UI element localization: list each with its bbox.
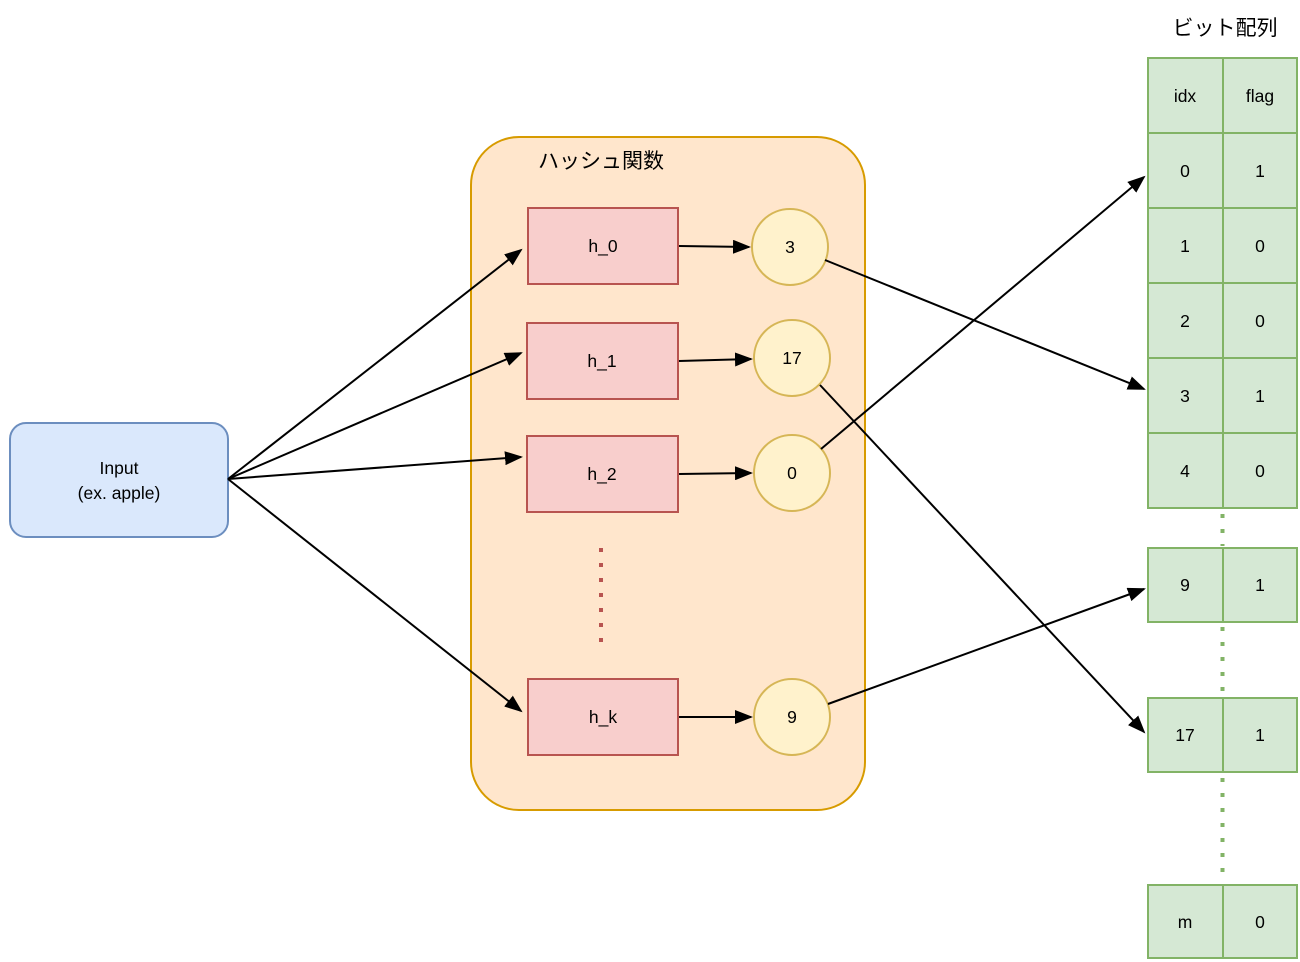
bit-idx: 3 — [1180, 386, 1190, 406]
bit-cell — [1147, 282, 1224, 359]
output-value-h0: 3 — [785, 237, 795, 257]
output-value-hk: 9 — [787, 707, 797, 727]
arrow-h2-to-output — [678, 466, 753, 481]
arrow-input-to-h2 — [227, 451, 523, 480]
bit-cell — [1222, 697, 1298, 773]
arrow-output9-to-row9 — [827, 587, 1146, 705]
bit-idx: 2 — [1180, 311, 1190, 331]
bit-row-0: 0 1 — [1147, 132, 1298, 209]
bit-cell — [1222, 357, 1298, 434]
hash-box-h0-label: h_0 — [588, 236, 617, 257]
hash-container-title: ハッシュ関数 — [538, 150, 664, 173]
arrow-output0-to-row0 — [820, 175, 1146, 450]
bit-row-3: 3 1 — [1147, 357, 1298, 434]
bit-cell — [1147, 132, 1224, 209]
hash-box-h2-label: h_2 — [587, 464, 616, 485]
bit-flag: 1 — [1255, 575, 1265, 595]
hash-box-hk-label: h_k — [589, 707, 617, 728]
bit-cell — [1222, 282, 1298, 359]
arrow-output17-to-row17 — [819, 384, 1146, 734]
bit-idx: 4 — [1180, 461, 1190, 481]
bit-flag: 0 — [1255, 236, 1265, 256]
bit-row-4: 4 0 — [1147, 432, 1298, 509]
arrow-input-to-h0 — [227, 248, 523, 480]
output-value-h1: 17 — [782, 348, 801, 368]
input-label-line2: (ex. apple) — [78, 483, 161, 503]
bit-flag: 1 — [1255, 386, 1265, 406]
arrow-output3-to-row3 — [824, 259, 1146, 390]
bit-cell — [1222, 432, 1298, 509]
bit-cell — [1222, 884, 1298, 959]
bit-flag: 0 — [1255, 461, 1265, 481]
arrow-h1-to-output — [678, 352, 753, 367]
bit-row-2: 2 0 — [1147, 282, 1298, 359]
output-circle-h1 — [753, 319, 831, 397]
hash-box-h0 — [527, 207, 679, 285]
bit-cell — [1147, 697, 1224, 773]
bit-row-9: 9 1 — [1147, 547, 1298, 623]
arrow-h0-to-output — [678, 239, 751, 254]
bit-header-idx-cell — [1147, 57, 1224, 134]
bit-row-m: m 0 — [1147, 884, 1298, 959]
output-circle-h2 — [753, 434, 831, 512]
input-node — [9, 422, 229, 538]
bit-cell — [1147, 432, 1224, 509]
bit-row-1: 1 0 — [1147, 207, 1298, 284]
bit-cell — [1147, 357, 1224, 434]
bit-idx: 9 — [1180, 575, 1190, 595]
bit-idx: 1 — [1180, 236, 1190, 256]
hash-box-hk — [527, 678, 679, 756]
bit-idx: 17 — [1175, 725, 1194, 745]
bit-idx: 0 — [1180, 161, 1190, 181]
bit-flag: 1 — [1255, 161, 1265, 181]
bit-flag: 1 — [1255, 725, 1265, 745]
bit-idx: m — [1178, 912, 1193, 932]
arrow-input-to-hk — [227, 478, 523, 713]
output-circle-hk — [753, 678, 831, 756]
output-value-h2: 0 — [787, 463, 797, 483]
bit-flag: 0 — [1255, 311, 1265, 331]
bit-header-flag: flag — [1246, 86, 1274, 106]
bit-cell — [1147, 207, 1224, 284]
arrow-input-to-h1 — [227, 352, 523, 480]
bit-row-17: 17 1 — [1147, 697, 1298, 773]
bit-cell — [1147, 884, 1224, 959]
bit-cell — [1222, 547, 1298, 623]
hash-box-h1 — [526, 322, 679, 400]
hash-box-h1-label: h_1 — [587, 351, 616, 372]
output-circle-h0 — [751, 208, 829, 286]
bit-header-idx: idx — [1174, 86, 1197, 106]
hash-box-h2 — [526, 435, 679, 513]
bit-flag: 0 — [1255, 912, 1265, 932]
bit-array-title: ビット配列 — [1173, 17, 1278, 40]
input-label-line1: Input — [100, 458, 139, 478]
bit-header-flag-cell — [1222, 57, 1298, 134]
